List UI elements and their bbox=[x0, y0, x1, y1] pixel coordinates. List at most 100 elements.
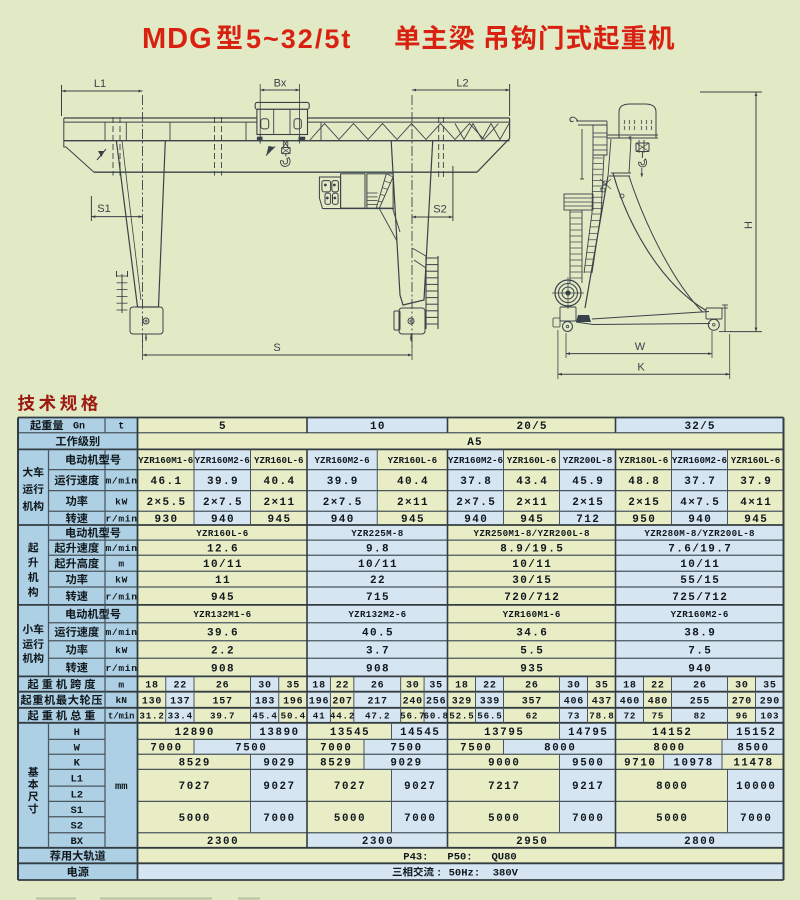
svg-text:37.7: 37.7 bbox=[684, 476, 716, 488]
svg-text:YZR250M1-8/YZR200L-8: YZR250M1-8/YZR200L-8 bbox=[474, 528, 590, 539]
svg-text:35: 35 bbox=[595, 681, 609, 692]
svg-text:40.4: 40.4 bbox=[263, 476, 295, 488]
svg-text:2×15: 2×15 bbox=[572, 497, 604, 509]
svg-text:715: 715 bbox=[366, 592, 390, 604]
svg-text:YZR132M2-6: YZR132M2-6 bbox=[348, 609, 406, 620]
svg-text:2×7.5: 2×7.5 bbox=[323, 497, 363, 509]
svg-text:930: 930 bbox=[154, 514, 178, 526]
svg-text:73: 73 bbox=[568, 711, 581, 722]
svg-text:2×15: 2×15 bbox=[628, 497, 660, 509]
svg-text:35: 35 bbox=[763, 681, 777, 692]
svg-text:18: 18 bbox=[455, 681, 469, 692]
svg-text:30: 30 bbox=[567, 681, 581, 692]
svg-text:52.5: 52.5 bbox=[449, 711, 474, 722]
svg-text:YZR180L-6: YZR180L-6 bbox=[619, 455, 669, 466]
svg-text:11478: 11478 bbox=[733, 758, 773, 770]
svg-text:10: 10 bbox=[370, 421, 386, 433]
svg-text:7000: 7000 bbox=[572, 813, 604, 825]
svg-text:33.4: 33.4 bbox=[168, 711, 193, 722]
svg-text:47.2: 47.2 bbox=[365, 711, 390, 722]
svg-text:W: W bbox=[635, 341, 646, 353]
svg-text:7000: 7000 bbox=[263, 813, 295, 825]
svg-text:10/11: 10/11 bbox=[203, 559, 243, 571]
svg-text:78.8: 78.8 bbox=[589, 711, 614, 722]
svg-text:48.8: 48.8 bbox=[628, 476, 660, 488]
svg-text:YZR160L-6: YZR160L-6 bbox=[507, 455, 557, 466]
svg-text:2300: 2300 bbox=[362, 836, 394, 848]
svg-text:YZR225M-8: YZR225M-8 bbox=[351, 528, 404, 539]
svg-text:940: 940 bbox=[211, 514, 235, 526]
svg-text:9217: 9217 bbox=[572, 781, 604, 793]
svg-text:H: H bbox=[743, 221, 755, 229]
svg-text:4×7.5: 4×7.5 bbox=[680, 497, 720, 509]
svg-text:K: K bbox=[74, 758, 81, 770]
svg-text:26: 26 bbox=[371, 681, 385, 692]
svg-text:8000: 8000 bbox=[544, 743, 576, 755]
svg-text:9027: 9027 bbox=[404, 781, 436, 793]
svg-text:103: 103 bbox=[760, 711, 779, 722]
svg-text:7500: 7500 bbox=[390, 743, 422, 755]
svg-text:YZR160M2-6: YZR160M2-6 bbox=[448, 455, 503, 466]
svg-text:9029: 9029 bbox=[263, 758, 295, 770]
svg-text:13545: 13545 bbox=[330, 727, 370, 739]
svg-text:S1: S1 bbox=[97, 203, 110, 215]
svg-text:kW: kW bbox=[115, 496, 128, 507]
svg-text:BX: BX bbox=[70, 836, 83, 848]
svg-text:t: t bbox=[118, 422, 124, 433]
svg-text:137: 137 bbox=[170, 696, 190, 707]
svg-text:720/712: 720/712 bbox=[504, 592, 560, 604]
svg-text:2×11: 2×11 bbox=[397, 497, 429, 509]
svg-text:10/11: 10/11 bbox=[358, 559, 398, 571]
svg-text:H: H bbox=[74, 727, 80, 739]
svg-text:55/15: 55/15 bbox=[680, 575, 720, 587]
svg-text:207: 207 bbox=[332, 696, 352, 707]
svg-text:kN: kN bbox=[115, 695, 127, 706]
svg-text:7000: 7000 bbox=[320, 743, 352, 755]
svg-text:8529: 8529 bbox=[179, 758, 211, 770]
svg-text:m: m bbox=[118, 679, 124, 690]
svg-text:MDG: MDG bbox=[142, 23, 213, 55]
svg-text:290: 290 bbox=[760, 696, 780, 707]
svg-text:7.5: 7.5 bbox=[688, 645, 712, 657]
svg-text:14795: 14795 bbox=[568, 727, 608, 739]
svg-text:3.7: 3.7 bbox=[366, 645, 390, 657]
svg-text:270: 270 bbox=[732, 696, 752, 707]
svg-text:L2: L2 bbox=[70, 789, 83, 801]
svg-text:32/5: 32/5 bbox=[684, 421, 715, 433]
svg-text:10/11: 10/11 bbox=[512, 559, 552, 571]
svg-text:357: 357 bbox=[522, 696, 542, 707]
svg-text:2×7.5: 2×7.5 bbox=[203, 497, 243, 509]
svg-text:YZR160M2-6: YZR160M2-6 bbox=[671, 609, 729, 620]
svg-text:82: 82 bbox=[694, 711, 707, 722]
svg-text:m: m bbox=[118, 559, 124, 570]
svg-text:255: 255 bbox=[690, 696, 710, 707]
svg-text:30/15: 30/15 bbox=[512, 575, 552, 587]
svg-text:15152: 15152 bbox=[736, 727, 776, 739]
svg-text:196: 196 bbox=[283, 696, 303, 707]
svg-text:9000: 9000 bbox=[488, 758, 520, 770]
svg-text:YZR160M1-6: YZR160M1-6 bbox=[503, 609, 561, 620]
svg-text:908: 908 bbox=[211, 663, 235, 675]
svg-text:96: 96 bbox=[736, 711, 749, 722]
svg-text:37.8: 37.8 bbox=[460, 476, 492, 488]
svg-text:9500: 9500 bbox=[572, 758, 604, 770]
svg-text:26: 26 bbox=[525, 681, 539, 692]
svg-text:7000: 7000 bbox=[740, 813, 772, 825]
svg-text:5000: 5000 bbox=[179, 813, 211, 825]
svg-text:W: W bbox=[74, 743, 81, 755]
svg-text:56.5: 56.5 bbox=[477, 711, 502, 722]
svg-text:240: 240 bbox=[403, 696, 423, 707]
svg-text:935: 935 bbox=[520, 663, 544, 675]
svg-text:S: S bbox=[273, 342, 280, 354]
svg-text:62: 62 bbox=[526, 711, 539, 722]
svg-text:L1: L1 bbox=[70, 773, 83, 785]
svg-text:339: 339 bbox=[480, 696, 500, 707]
svg-text:2800: 2800 bbox=[684, 836, 716, 848]
svg-text:39.9: 39.9 bbox=[327, 476, 359, 488]
svg-text:5~32/5t: 5~32/5t bbox=[246, 24, 352, 54]
svg-text:56.7: 56.7 bbox=[400, 711, 425, 722]
svg-text:YZR160L-6: YZR160L-6 bbox=[254, 455, 304, 466]
svg-text:712: 712 bbox=[576, 514, 600, 526]
svg-text:YZR160M1-6: YZR160M1-6 bbox=[138, 455, 193, 466]
svg-text:2×11: 2×11 bbox=[263, 497, 295, 509]
